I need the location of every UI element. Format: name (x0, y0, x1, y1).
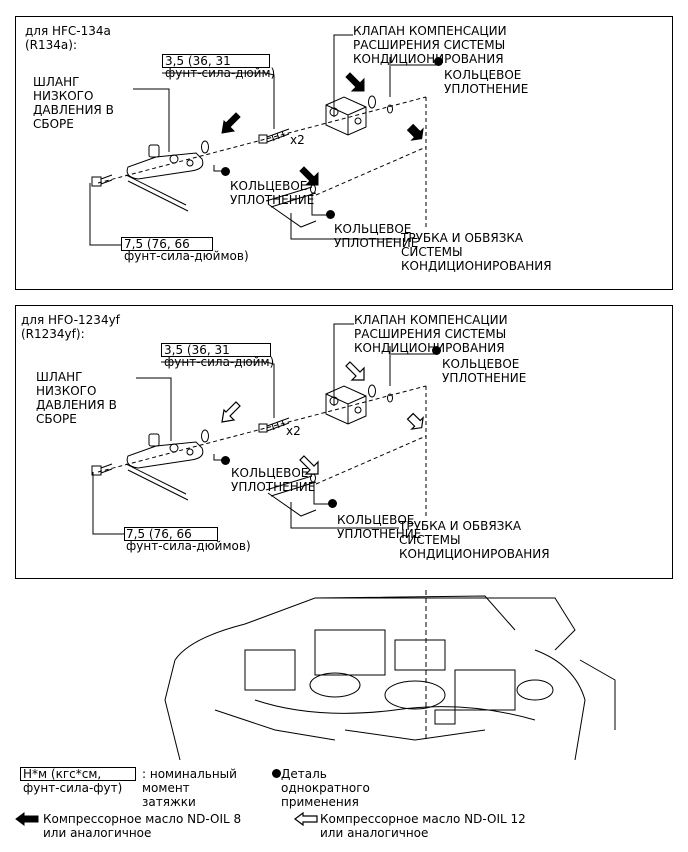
hose-flange (126, 441, 204, 469)
car-fender-right (534, 649, 586, 760)
legend-single-use-label: Деталь однократного применения (281, 767, 370, 809)
single-use-dot (432, 346, 441, 355)
qty-label: x2 (286, 424, 301, 438)
single-use-dot (326, 210, 335, 219)
o-ring (201, 140, 209, 154)
hose-fitting (148, 433, 160, 447)
oring-label-top: КОЛЬЦЕВОЕ УПЛОТНЕНИЕ (444, 68, 529, 96)
torque-bolt-box (161, 343, 271, 357)
assembly-axis-line (97, 96, 427, 184)
engine-part (454, 669, 516, 711)
legend-single-use-dot (272, 769, 281, 778)
hose-pipe (125, 174, 187, 206)
single-use-dot (434, 57, 443, 66)
legend-oil-filled: Компрессорное масло ND-OIL 8 или аналоги… (43, 812, 242, 840)
oil-arrow-outline-icon (406, 412, 424, 430)
single-use-dot (221, 456, 230, 465)
hose-pipe (125, 463, 187, 495)
oil-arrow-outline-icon (299, 455, 319, 475)
nut (91, 463, 113, 476)
outline-arrow-icon (294, 812, 318, 826)
torque-nut-value: 7,5 (76, 66 (126, 527, 192, 541)
engine-part (309, 672, 361, 698)
hose-flange (126, 152, 204, 180)
legend-torque-box (20, 767, 136, 781)
torque-bolt-value: 3,5 (36, 31 (164, 343, 230, 357)
hose-label: ШЛАНГ НИЗКОГО ДАВЛЕНИЯ В СБОРЕ (33, 75, 114, 131)
refrigerant-label: для HFO-1234yf (R1234yf): (21, 313, 120, 341)
hose-pipe (127, 180, 189, 212)
single-use-dot (221, 167, 230, 176)
tube-label: ТРУБКА И ОБВЯЗКА СИСТЕМЫ КОНДИЦИОНИРОВАН… (399, 519, 550, 561)
oil-arrow-icon (406, 123, 424, 141)
o-ring (387, 393, 393, 403)
expansion-valve (325, 96, 367, 136)
legend-torque-unit: фунт-сила-фут) (23, 781, 123, 795)
legend: Н*м (кгс*см, фунт-сила-фут) : номинальны… (0, 760, 688, 852)
panel-hfc-134a: для HFC-134a (R134a): КЛАПАН КОМПЕНСАЦИИ… (15, 16, 673, 290)
filled-arrow-icon (15, 812, 39, 826)
torque-nut-box (124, 527, 218, 541)
engine-part (314, 629, 386, 676)
component-drawing (91, 323, 435, 535)
engine-part (384, 680, 446, 710)
nut (91, 174, 113, 187)
car-drawing (164, 590, 616, 760)
oil-arrow-icon (221, 112, 241, 134)
o-ring (368, 384, 376, 398)
bolt (258, 128, 290, 144)
torque-nut-value: 7,5 (76, 66 (124, 237, 190, 251)
expansion-valve (325, 385, 367, 425)
torque-bolt-box (162, 54, 270, 68)
engine-part (516, 679, 554, 701)
panel-hfo-1234yf: для HFO-1234yf (R1234yf): КЛАПАН КОМПЕНС… (15, 305, 673, 579)
oring-label-mid: КОЛЬЦЕВОЕ УПЛОТНЕНИЕ (230, 179, 315, 207)
assembly-axis-line (97, 385, 427, 473)
oring-label-low: КОЛЬЦЕВОЕ УПЛОТНЕНИЕ (337, 513, 422, 541)
torque-bolt-value: 3,5 (36, 31 (165, 54, 231, 68)
o-ring (201, 429, 209, 443)
legend-oil-outline: Компрессорное масло ND-OIL 12 или аналог… (320, 812, 526, 840)
bolt (258, 417, 290, 433)
ac-tube (265, 186, 317, 228)
oil-arrow-icon (345, 72, 365, 92)
o-ring (310, 473, 316, 483)
valve-label: КЛАПАН КОМПЕНСАЦИИ РАСШИРЕНИЯ СИСТЕМЫ КО… (353, 24, 507, 66)
oring-label-mid: КОЛЬЦЕВОЕ УПЛОТНЕНИЕ (231, 466, 316, 494)
component-drawing (89, 34, 437, 246)
assembly-axis-line (315, 146, 427, 196)
qty-label: x2 (290, 133, 305, 147)
ac-tube (265, 475, 317, 517)
valve-label: КЛАПАН КОМПЕНСАЦИИ РАСШИРЕНИЯ СИСТЕМЫ КО… (354, 313, 508, 355)
torque-nut-box (121, 237, 213, 251)
engine-part (244, 649, 296, 691)
legend-torque-desc: : номинальный момент затяжки (142, 767, 237, 809)
refrigerant-label: для HFC-134a (R134a): (25, 24, 111, 52)
o-ring (387, 104, 393, 114)
torque-nut-unit: фунт-сила-дюймов) (124, 249, 249, 263)
oil-arrow-outline-icon (221, 401, 241, 423)
engine-part (434, 709, 456, 725)
tube-label: ТРУБКА И ОБВЯЗКА СИСТЕМЫ КОНДИЦИОНИРОВАН… (401, 231, 552, 273)
oil-arrow-outline-icon (345, 361, 365, 381)
oring-label-top: КОЛЬЦЕВОЕ УПЛОТНЕНИЕ (442, 357, 527, 385)
hose-label: ШЛАНГ НИЗКОГО ДАВЛЕНИЯ В СБОРЕ (36, 370, 117, 426)
hose-pipe (127, 469, 189, 501)
car-hood (244, 597, 576, 651)
engine-part (394, 639, 446, 671)
single-use-dot (328, 499, 337, 508)
engine-bay-illustration (15, 590, 673, 760)
assembly-axis-line (315, 435, 427, 485)
torque-nut-unit: фунт-сила-дюймов) (126, 539, 251, 553)
oil-arrow-icon (299, 166, 319, 186)
car-fender-left (174, 623, 246, 661)
o-ring (368, 95, 376, 109)
hose-fitting (148, 144, 160, 158)
o-ring (310, 184, 316, 194)
legend-torque-value: Н*м (кгс*см, (23, 767, 102, 781)
